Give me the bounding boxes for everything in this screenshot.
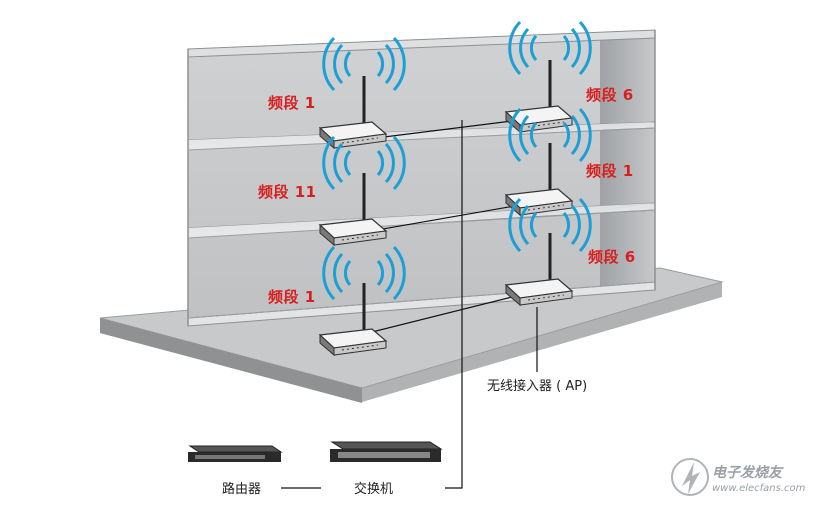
router-caption: 路由器 (222, 482, 262, 497)
ap-caption: 无线接入器 ( AP) (487, 379, 588, 394)
watermark-title: 电子发烧友 (712, 465, 782, 481)
building (187, 29, 656, 327)
elecfans-logo (671, 458, 709, 496)
switch-caption: 交换机 (354, 482, 394, 497)
switch-device (330, 441, 443, 462)
band-label-f2-right: 频段 1 (586, 162, 634, 180)
band-label-f2-left: 频段 11 (258, 183, 317, 201)
band-label-f3-left: 频段 1 (268, 94, 316, 112)
network-cables (281, 119, 538, 489)
watermark-url: www.elecfans.com (712, 483, 806, 494)
band-label-f3-right: 频段 6 (586, 86, 634, 104)
router-device (188, 445, 283, 462)
band-label-f1-left: 频段 1 (268, 288, 316, 306)
band-label-f1-right: 频段 6 (588, 248, 636, 266)
